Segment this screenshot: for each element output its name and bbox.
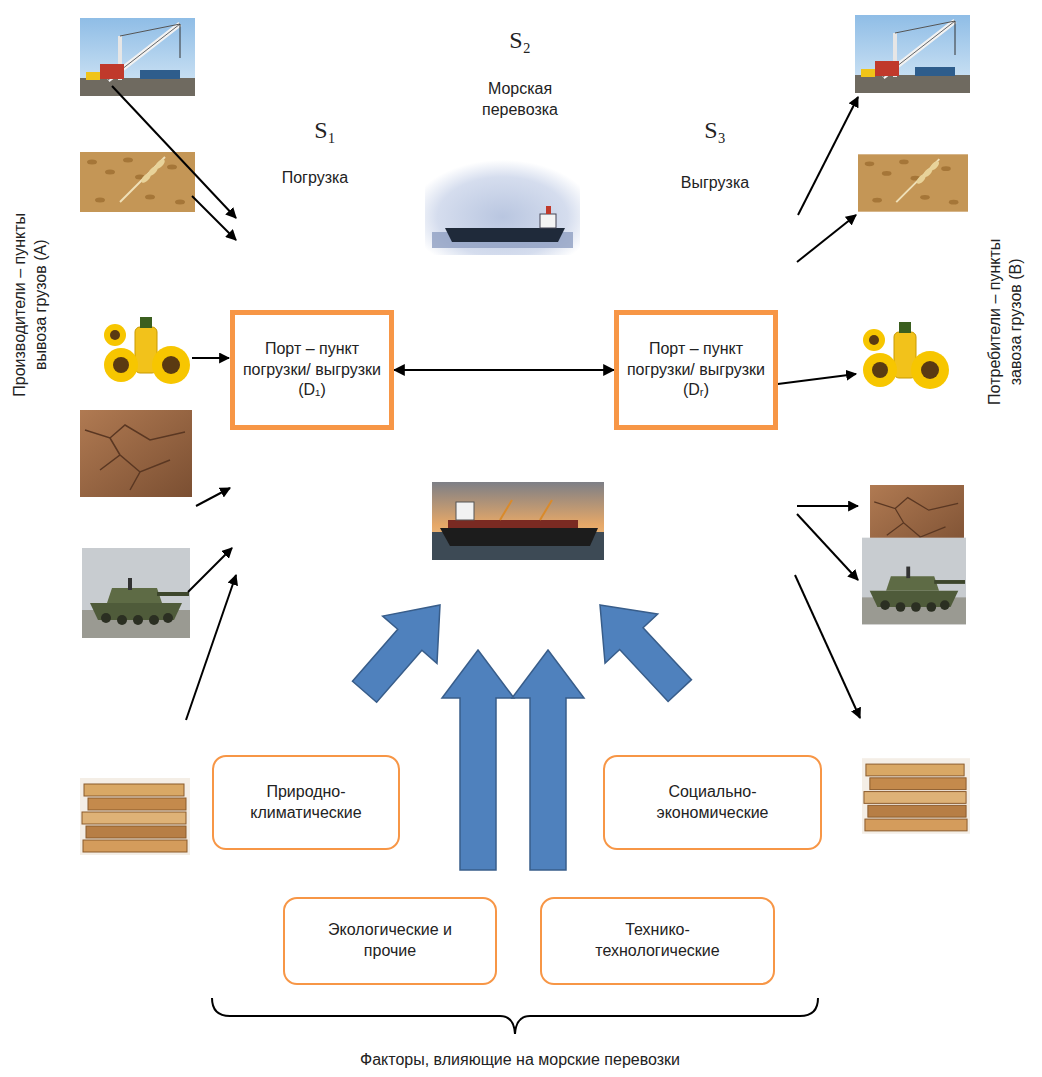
cargo-arrows (192, 357, 229, 359)
box-text: Технико-технологические (578, 920, 738, 962)
sea-ship-top (425, 160, 580, 255)
sea-ship-bottom (432, 482, 604, 560)
box-text: Природно-климатические (241, 782, 371, 824)
cargo-arrows (188, 548, 232, 592)
factor-box: Природно-климатические (212, 755, 400, 850)
stage-label: Морская перевозка (460, 79, 580, 121)
sea-ship-bottom (540, 500, 552, 520)
sea-ship-bottom (440, 528, 598, 546)
lumber-icon (862, 758, 970, 834)
factor-box: Технико-технологические (540, 897, 775, 985)
factor-box: Экологические и прочие (283, 897, 497, 985)
cargo-arrows (196, 488, 230, 506)
cargo-arrows (795, 575, 860, 718)
crane-icon (80, 18, 195, 96)
brace-caption: Факторы, влияющие на морские перевозки (310, 1050, 730, 1071)
cargo-arrows (112, 86, 236, 218)
sea-ship-top (540, 214, 556, 228)
stage-symbol: S₁ (295, 116, 355, 145)
sea-ship-bottom (432, 482, 604, 560)
box-text: Социально-экономические (633, 782, 793, 824)
sea-ship-bottom (448, 520, 578, 528)
sea-ship-top (445, 228, 565, 242)
factor-arrows (574, 580, 706, 715)
sea-ship-bottom (500, 500, 512, 520)
oil-icon (863, 322, 949, 389)
stage-label: Погрузка (260, 168, 370, 189)
stage-symbol: S₃ (685, 116, 745, 145)
cargo-arrows (797, 505, 858, 507)
box-text: Порт – пункт погрузки/ выгрузки (Dᵣ) (626, 339, 766, 401)
left-cargo-icons (80, 18, 195, 855)
factor-arrows (512, 650, 584, 870)
wheat-icon (858, 154, 968, 211)
factor-arrows (442, 650, 514, 870)
lumber-icon (80, 778, 190, 855)
right-cargo-icons (855, 15, 970, 834)
port-box: Порт – пункт погрузки/ выгрузки (D₁) (230, 310, 394, 430)
side-label: Производители – пункты вывоза грузов (A) (9, 203, 51, 408)
tank-icon (82, 548, 190, 638)
sea-ship-bottom (456, 502, 474, 520)
wheat-icon (80, 152, 195, 212)
box-text: Экологические и прочие (320, 920, 460, 962)
cargo-arrows (798, 97, 858, 215)
double-arrow (394, 369, 614, 371)
factor-box: Социально-экономические (603, 755, 822, 850)
cargo-arrows (186, 575, 236, 720)
side-label: Потребители – пункты завоза грузов (B) (984, 220, 1026, 425)
cargo-arrows (192, 196, 236, 240)
cargo-arrows (797, 215, 856, 262)
crane-icon (855, 15, 970, 93)
sea-ship-top (546, 206, 551, 214)
cargo-arrows (797, 514, 858, 580)
box-text: Порт – пункт погрузки/ выгрузки (D₁) (242, 339, 382, 401)
tank-icon (862, 538, 966, 625)
stage-label: Выгрузка (660, 173, 770, 194)
sea-ship-top (425, 160, 580, 255)
port-box: Порт – пункт погрузки/ выгрузки (Dᵣ) (614, 310, 778, 430)
brace (212, 998, 818, 1034)
oil-icon (104, 317, 190, 384)
stage-symbol: S₂ (490, 26, 550, 55)
cargo-arrows (770, 374, 856, 385)
cargo-arrows (112, 86, 860, 720)
soil-icon (80, 410, 192, 497)
